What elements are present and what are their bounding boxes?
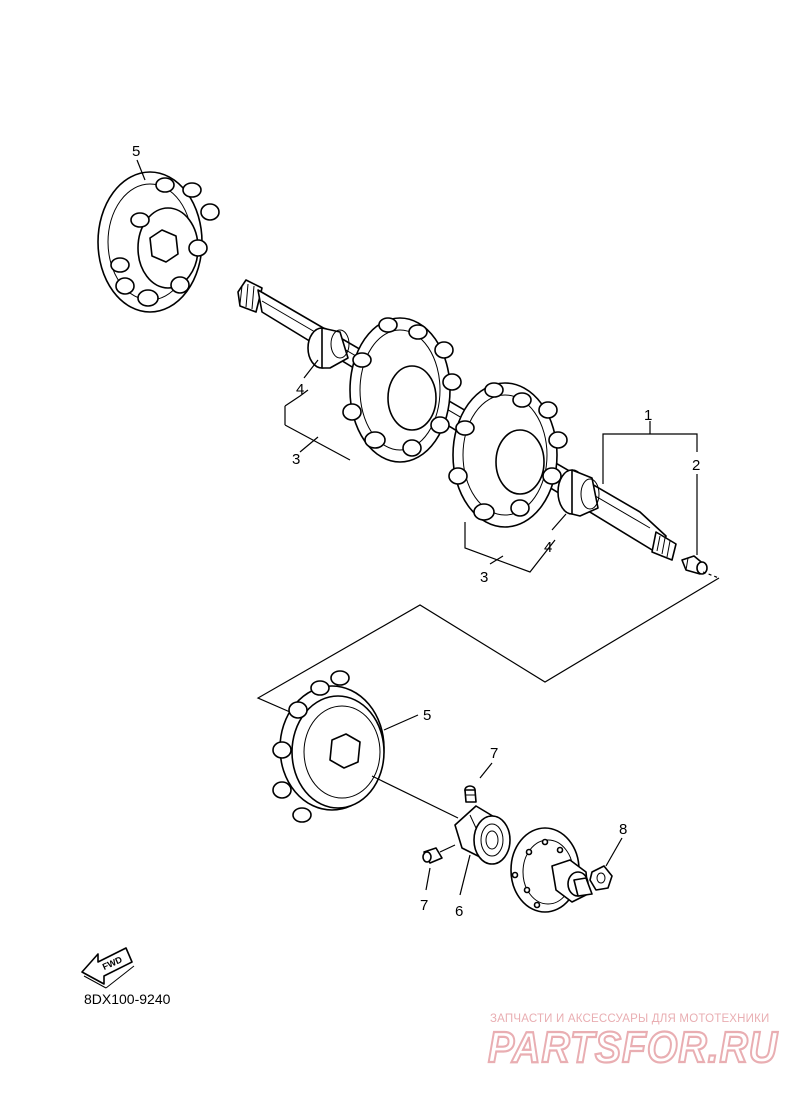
label-sprocket-left: 3 (292, 451, 300, 468)
label-spacer-left: 4 (296, 381, 304, 398)
drive-shaft (237, 279, 677, 561)
label-screw-upper: 7 (490, 745, 498, 762)
bearing-housing (454, 805, 511, 865)
label-plug: 2 (692, 457, 700, 474)
assembly-line (256, 577, 720, 713)
end-plug (681, 555, 708, 575)
sprocket-right (448, 382, 568, 528)
set-screw-upper (464, 762, 493, 803)
label-nut: 8 (619, 821, 627, 838)
label-shaft: 1 (644, 407, 652, 424)
lower-sprocket (272, 670, 459, 823)
label-spacer-right: 4 (544, 539, 552, 556)
top-sprocket (97, 171, 220, 313)
lock-nut (589, 837, 623, 891)
label-lower-sprocket: 5 (423, 707, 431, 724)
label-sprocket-right: 3 (480, 569, 488, 586)
watermark-brand: PARTSFOR.RU (488, 1023, 778, 1072)
label-bearing: 6 (455, 903, 463, 920)
diagram-code: 8DX100-9240 (84, 991, 171, 1007)
upper-leaders (136, 159, 698, 573)
watermark-tagline: ЗАПЧАСТИ И АКСЕССУАРЫ ДЛЯ МОТОТЕХНИКИ (490, 1013, 770, 1025)
set-screw-lower (422, 844, 456, 891)
sprocket-left (342, 317, 462, 463)
label-top-sprocket: 5 (132, 143, 140, 160)
label-screw-lower: 7 (420, 897, 428, 914)
hub-flange (510, 827, 593, 913)
fwd-arrow-icon: FWD (81, 947, 135, 989)
